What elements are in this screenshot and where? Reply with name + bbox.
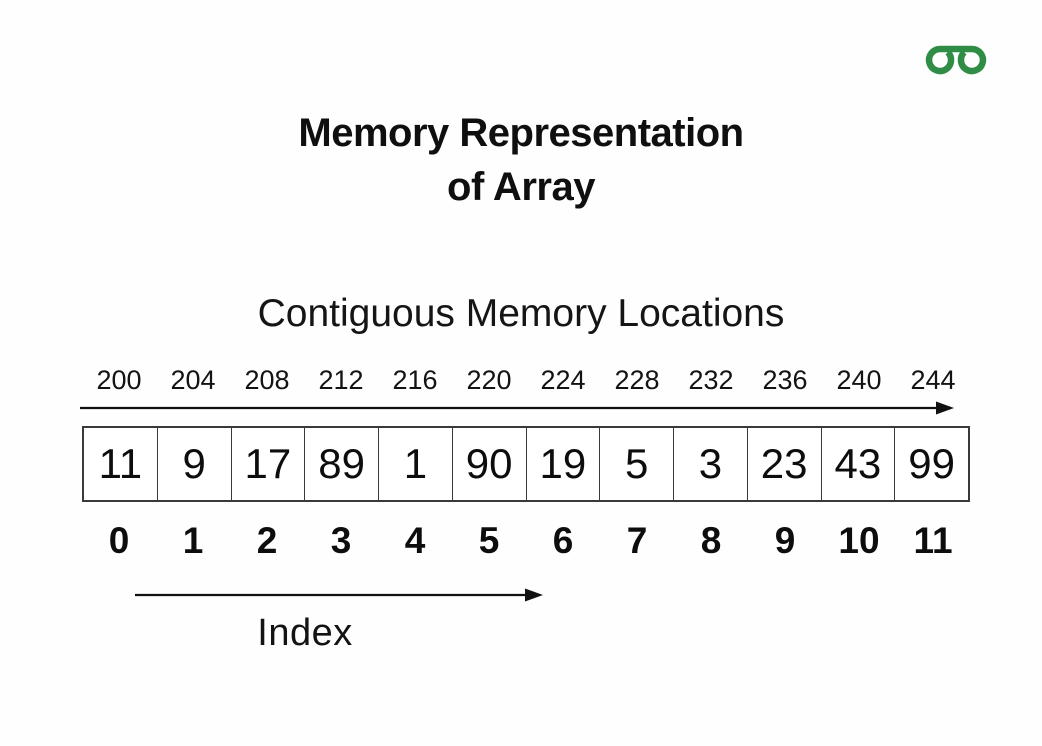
memory-address-arrowhead: [936, 401, 954, 415]
array-cell: 90: [453, 428, 527, 500]
memory-address: 204: [170, 365, 216, 395]
array-index: 4: [404, 520, 426, 561]
memory-address: 240: [836, 365, 882, 395]
array-index: 11: [913, 520, 953, 561]
array-cell: 1: [379, 428, 453, 500]
memory-address: 220: [466, 365, 512, 395]
array-cell: 43: [822, 428, 896, 500]
array-index: 1: [182, 520, 204, 561]
array-cell: 9: [158, 428, 232, 500]
array-index: 0: [108, 520, 130, 561]
array-index: 10: [838, 520, 880, 561]
array-cell: 89: [305, 428, 379, 500]
array-index: 6: [552, 520, 574, 561]
index-arrowhead: [525, 588, 543, 602]
array-index: 5: [478, 520, 500, 561]
subtitle: Contiguous Memory Locations: [257, 292, 785, 335]
index-arrow: [135, 588, 543, 602]
memory-address-arrow: [80, 401, 954, 415]
logo-left-g: [925, 45, 956, 75]
array-index: 8: [700, 520, 722, 561]
array-cell: 5: [600, 428, 674, 500]
array-cell: 99: [908, 440, 955, 487]
geeksforgeeks-logo: [925, 45, 987, 75]
index-row: 0 1 2 3 4 5 6 7 8 9 10 11: [82, 520, 970, 562]
array-cell: 23: [748, 428, 822, 500]
array-index: 9: [774, 520, 796, 561]
index-axis-label: Index: [257, 612, 353, 654]
memory-address-row: 200 204 208 212 216 220 224 228 232 236 240 244: [82, 365, 970, 396]
memory-address: 244: [910, 365, 956, 395]
array-cell: 19: [527, 428, 601, 500]
memory-address: 224: [540, 365, 586, 395]
memory-address: 232: [688, 365, 734, 395]
memory-address: 216: [392, 365, 438, 395]
memory-address: 236: [762, 365, 808, 395]
memory-address: 212: [318, 365, 364, 395]
memory-address: 200: [96, 365, 142, 395]
array-cell: 17: [232, 428, 306, 500]
array-index: 3: [330, 520, 352, 561]
array-cell: 11: [84, 428, 158, 500]
memory-address: 228: [614, 365, 660, 395]
page-title: Memory Representation of Array: [0, 106, 1042, 214]
array-cell: 3: [674, 428, 748, 500]
memory-address: 208: [244, 365, 290, 395]
page-title-line1: Memory Representation: [298, 111, 744, 155]
page-title-line2: of Array: [447, 165, 595, 209]
array-index: 7: [626, 520, 648, 561]
logo-right-g: [956, 45, 987, 75]
array-index: 2: [256, 520, 278, 561]
